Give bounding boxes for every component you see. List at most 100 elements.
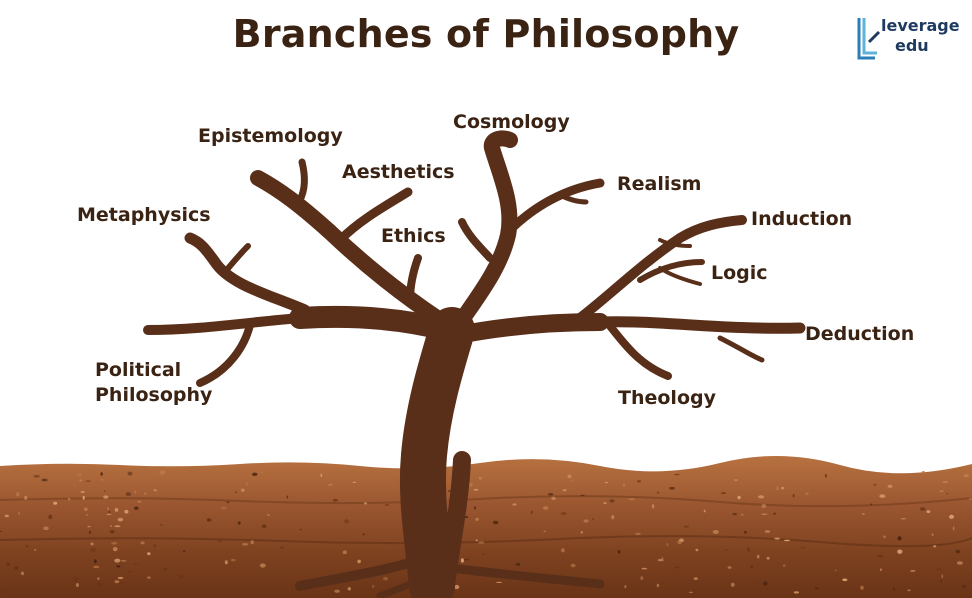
- soil-pebble: [512, 503, 517, 506]
- soil-pebble: [463, 559, 470, 561]
- soil-pebble: [561, 548, 565, 553]
- label-theology: Theology: [618, 387, 716, 409]
- soil-pebble: [159, 470, 166, 475]
- soil-pebble: [757, 478, 759, 481]
- soil-pebble: [41, 478, 48, 482]
- soil-pebble: [286, 495, 289, 499]
- soil-pebble: [114, 580, 120, 584]
- soil-pebble: [793, 591, 800, 594]
- soil-pebble: [90, 547, 97, 552]
- soil-pebble: [352, 481, 357, 483]
- soil-pebble: [942, 481, 948, 483]
- soil-pebble: [583, 519, 589, 523]
- soil-pebble: [939, 580, 943, 582]
- soil-pebble: [251, 472, 258, 476]
- soil-pebble: [640, 576, 644, 580]
- soil-pebble: [153, 544, 156, 548]
- soil-pebble: [551, 496, 556, 500]
- soil-pebble: [109, 530, 115, 534]
- soil-pebble: [475, 539, 478, 542]
- soil-pebble: [763, 581, 768, 586]
- soil-pebble: [756, 554, 760, 559]
- soil-pebble: [68, 497, 71, 501]
- soil-pebble: [661, 557, 664, 560]
- soil-pebble: [877, 555, 884, 558]
- soil-pebble: [478, 476, 482, 480]
- label-political-line2: Philosophy: [95, 383, 213, 406]
- soil-pebble: [562, 489, 567, 492]
- soil-pebble: [766, 556, 770, 560]
- soil-pebble: [17, 512, 21, 515]
- soil-pebble: [712, 530, 719, 534]
- soil-pebble: [673, 566, 680, 569]
- soil-pebble: [125, 492, 132, 497]
- soil-pebble: [543, 506, 549, 510]
- soil-pebble: [357, 559, 361, 564]
- soil-pebble: [624, 585, 627, 589]
- soil-pebble: [724, 549, 729, 551]
- soil-pebble: [703, 509, 706, 513]
- soil-pebble: [218, 540, 223, 542]
- soil-pebble: [48, 514, 53, 520]
- soil-pebble: [206, 518, 212, 522]
- soil-pebble: [6, 562, 11, 567]
- soil-pebble: [800, 547, 807, 549]
- soil-pebble: [89, 530, 91, 534]
- soil-pebble: [580, 494, 585, 497]
- soil-pebble: [24, 495, 28, 500]
- label-political-line1: Political: [95, 359, 182, 381]
- soil-pebble: [879, 494, 886, 498]
- soil-pebble: [750, 565, 753, 568]
- soil-pebble: [805, 492, 809, 496]
- soil-pebble: [226, 501, 230, 504]
- soil-pebble: [604, 481, 609, 484]
- soil-pebble: [259, 563, 266, 568]
- label-deduction: Deduction: [805, 323, 915, 345]
- label-ethics: Ethics: [381, 225, 446, 247]
- soil-pebble: [221, 507, 227, 509]
- soil-pebbles: [0, 470, 972, 594]
- soil-pebble: [737, 495, 741, 500]
- soil-pebble: [892, 587, 895, 591]
- soil-pebble: [114, 525, 121, 528]
- soil-pebble: [781, 486, 785, 490]
- soil-pebble: [897, 536, 902, 541]
- soil-pebble: [320, 473, 323, 478]
- soil-pebble: [900, 518, 907, 520]
- soil-pebble: [74, 577, 79, 581]
- soil-pebble: [21, 571, 24, 576]
- soil-pebble: [26, 545, 29, 548]
- soil-pebble: [815, 587, 819, 590]
- soil-pebble: [910, 569, 916, 572]
- soil-pebble: [941, 574, 944, 579]
- soil-pebble: [34, 549, 37, 551]
- soil-pebble: [79, 479, 82, 482]
- soil-pebble: [87, 525, 91, 528]
- soil-pebble: [879, 568, 882, 571]
- soil-pebble: [344, 519, 349, 524]
- soil-pebble: [120, 560, 127, 562]
- label-political-philosophy: Political Philosophy: [95, 358, 212, 407]
- soil-pebble: [530, 510, 533, 515]
- label-logic: Logic: [711, 262, 768, 284]
- soil-pebble: [862, 513, 865, 515]
- label-aesthetics: Aesthetics: [342, 161, 455, 183]
- soil-pebble: [611, 515, 615, 520]
- soil-pebble: [956, 561, 963, 565]
- soil-pebble: [776, 486, 779, 491]
- soil-pebble: [721, 492, 726, 494]
- soil-pebble: [260, 471, 263, 474]
- soil-pebble: [693, 577, 698, 581]
- soil-pebble: [347, 587, 351, 591]
- soil-pebble: [0, 530, 2, 532]
- soil-pebble: [14, 566, 19, 570]
- soil-pebble: [674, 473, 680, 476]
- soil-pebble: [108, 510, 111, 514]
- soil-pebble: [622, 483, 626, 487]
- soil-pebble: [628, 498, 635, 501]
- soil-pebble: [897, 549, 903, 554]
- soil-pebble: [547, 493, 554, 496]
- soil-pebble: [33, 474, 40, 478]
- soil-pebble: [677, 540, 682, 545]
